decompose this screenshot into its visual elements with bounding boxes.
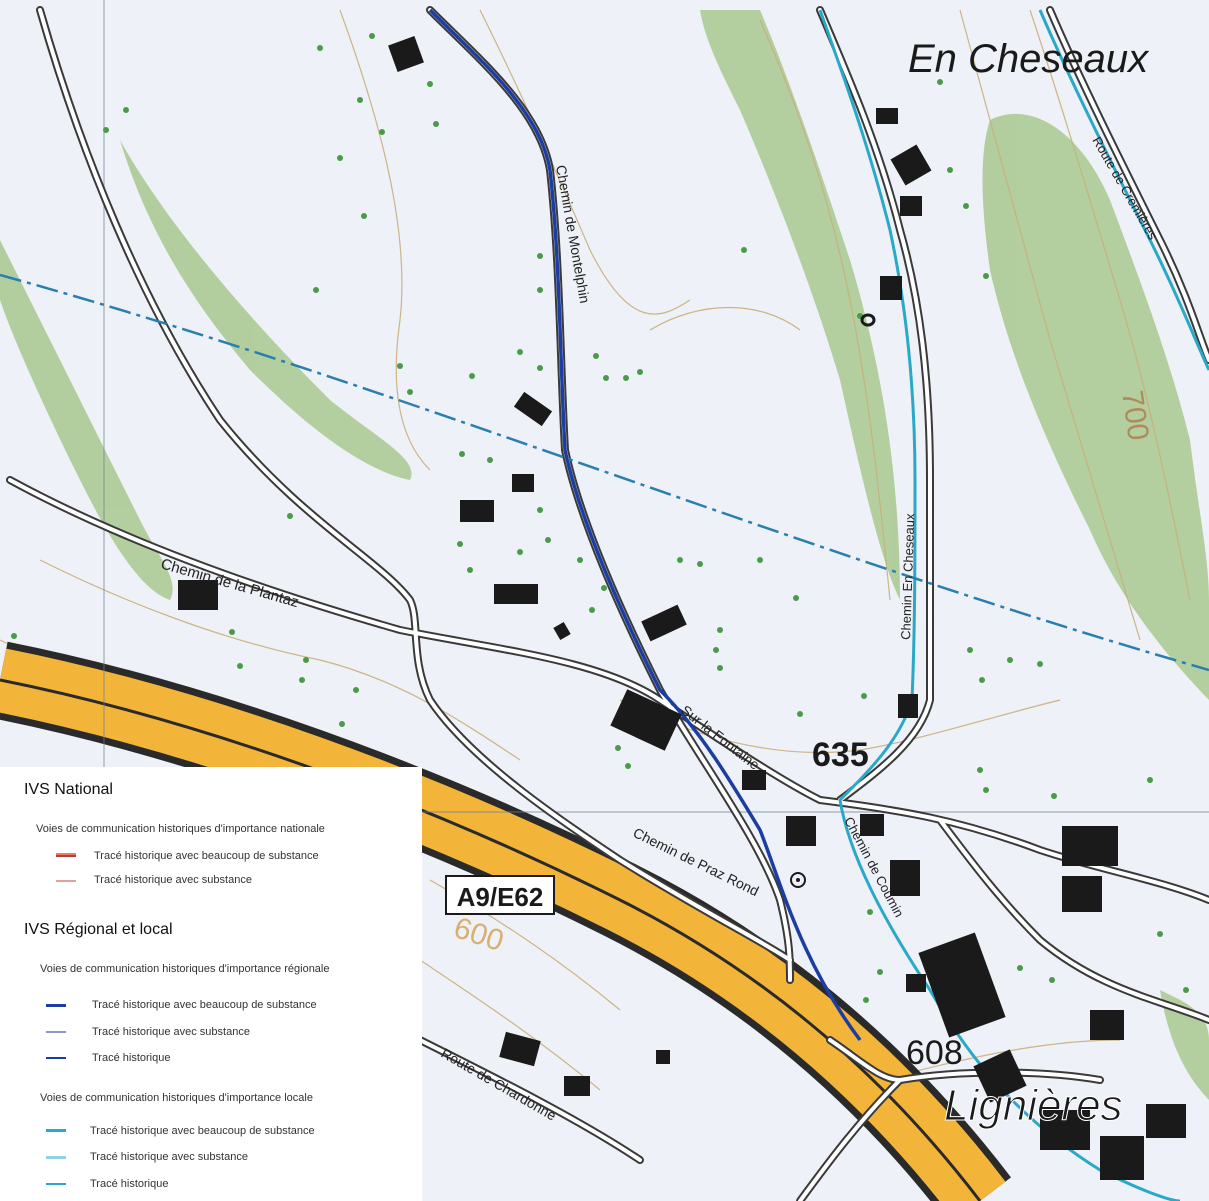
ivs-regional-route[interactable] <box>428 8 862 1042</box>
contour-label-700: 700 <box>1115 388 1155 442</box>
legend-item-national-strong: Tracé historique avec beaucoup de substa… <box>94 850 319 862</box>
place-label-en-cheseaux: En Cheseaux <box>908 37 1150 81</box>
legend-swatch-local-plain <box>46 1183 66 1185</box>
legend-swatch-regional-plain <box>46 1057 66 1059</box>
pond-symbol <box>860 313 876 327</box>
legend-title-regional-local: IVS Régional et local <box>24 921 173 938</box>
forest-areas <box>0 10 1209 1100</box>
legend-item-regional-sub: Tracé historique avec substance <box>92 1026 250 1038</box>
place-label-lignieres: Lignières <box>944 1081 1123 1130</box>
legend-swatch-regional-sub <box>46 1031 66 1033</box>
viewpoint-symbol <box>790 872 806 888</box>
legend-item-regional-strong: Tracé historique avec beaucoup de substa… <box>92 999 317 1011</box>
tree-dots <box>11 33 1189 1003</box>
motorway-a9 <box>0 641 1011 1201</box>
legend-item-local-strong: Tracé historique avec beaucoup de substa… <box>90 1125 315 1137</box>
road-label-en-cheseaux: Chemin En Cheseaux <box>898 513 917 640</box>
legend-swatch-local-sub <box>46 1156 66 1159</box>
legend-swatch-national-sub <box>56 880 76 882</box>
legend-item-local-sub: Tracé historique avec substance <box>90 1151 248 1163</box>
legend-item-local-plain: Tracé historique <box>90 1178 169 1190</box>
motorway-shield: A9/E62 <box>445 875 555 915</box>
legend-item-national-sub: Tracé historique avec substance <box>94 874 252 886</box>
municipal-boundary <box>0 273 1209 672</box>
legend-swatch-regional-strong <box>46 1004 66 1007</box>
elevation-608: 608 <box>906 1034 963 1072</box>
legend-subtitle-local: Voies de communication historiques d'imp… <box>40 1092 313 1104</box>
legend-swatch-local-strong <box>46 1129 66 1132</box>
buildings <box>178 36 1186 1180</box>
legend-item-regional-plain: Tracé historique <box>92 1052 171 1064</box>
legend-subtitle-regional: Voies de communication historiques d'imp… <box>40 963 330 975</box>
ivs-local-routes[interactable] <box>818 9 1209 1201</box>
legend-swatch-national-strong <box>56 855 76 857</box>
elevation-635: 635 <box>812 736 869 774</box>
legend-title-national: IVS National <box>24 781 113 798</box>
legend-subtitle-national: Voies de communication historiques d'imp… <box>36 823 325 835</box>
map-legend: IVS National Voies de communication hist… <box>0 767 422 1201</box>
motorway-shield-label: A9/E62 <box>457 882 544 912</box>
